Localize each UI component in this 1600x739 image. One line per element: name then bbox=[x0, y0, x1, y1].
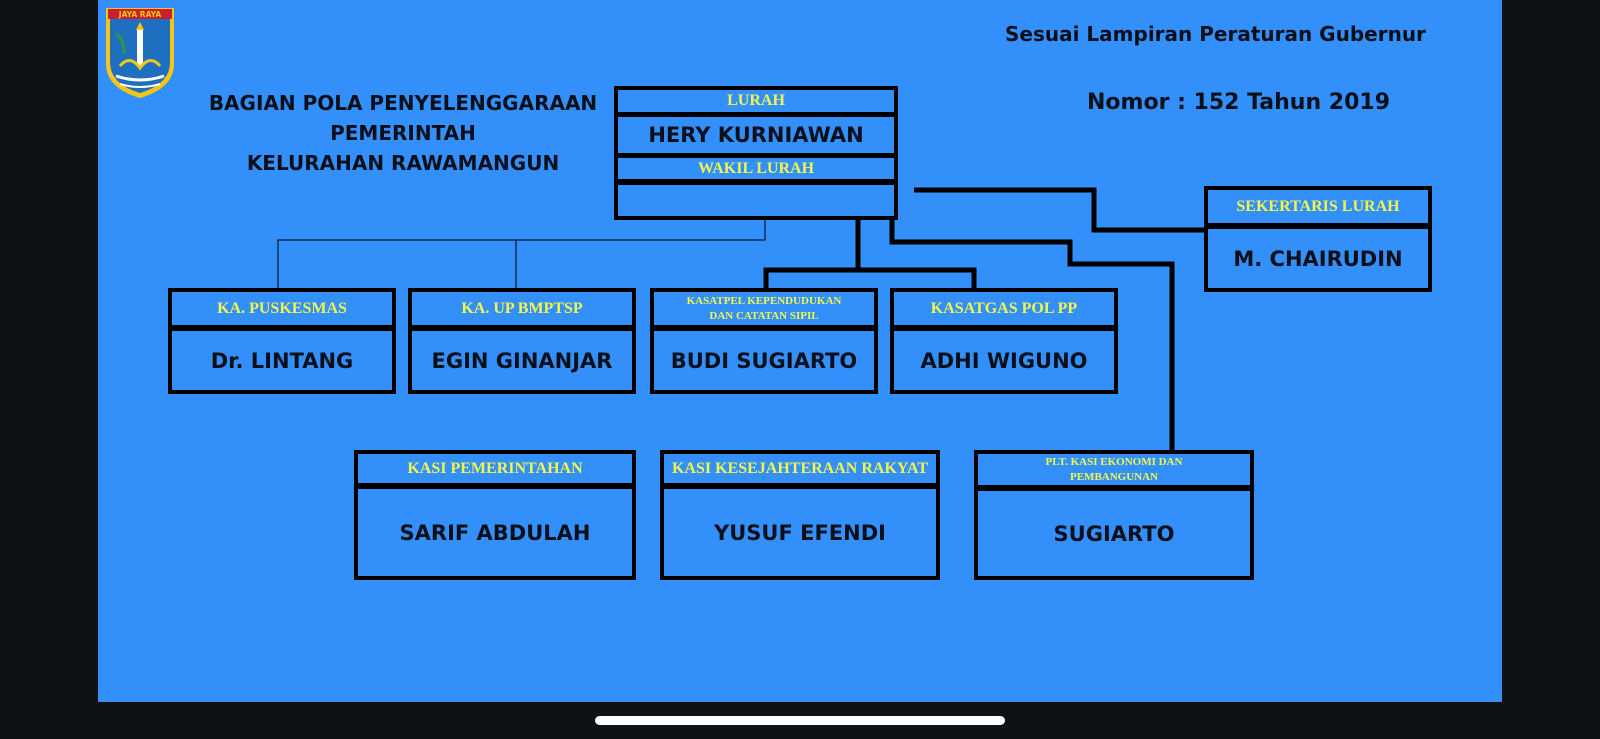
unit-role-bmptsp: KA. UP BMPTSP bbox=[408, 288, 636, 328]
connector-units bbox=[763, 267, 977, 290]
connector-secretary bbox=[914, 187, 1204, 233]
secretary-role: SEKERTARIS LURAH bbox=[1204, 186, 1432, 226]
title-line-2: PEMERINTAH bbox=[330, 121, 476, 145]
unit-name-kasatgas: ADHI WIGUNO bbox=[890, 328, 1118, 394]
connector-ekonomi bbox=[889, 218, 1175, 450]
section-role-ekonomi-line1: PLT. KASI EKONOMI DAN bbox=[1045, 455, 1183, 468]
section-role-kesejahteraan: KASI KESEJAHTERAAN RAKYAT bbox=[660, 450, 940, 486]
section-role-ekonomi: PLT. KASI EKONOMI DAN PEMBANGUNAN bbox=[974, 450, 1254, 488]
secretary-name: M. CHAIRUDIN bbox=[1204, 226, 1432, 292]
lurah-role: LURAH bbox=[614, 86, 898, 114]
section-name-pemerintahan: SARIF ABDULAH bbox=[354, 486, 636, 580]
regulation-number: Nomor : 152 Tahun 2019 bbox=[1087, 90, 1391, 115]
unit-name-puskesmas: Dr. LINTANG bbox=[168, 328, 396, 394]
unit-name-kasatpel: BUDI SUGIARTO bbox=[650, 328, 878, 394]
home-indicator-bar[interactable] bbox=[595, 716, 1005, 725]
unit-role-kasatpel-line2: DAN CATATAN SIPIL bbox=[709, 309, 819, 322]
dashed-connector-puskesmas bbox=[277, 218, 766, 290]
title-line-3: KELURAHAN RAWAMANGUN bbox=[246, 151, 560, 175]
unit-name-bmptsp: EGIN GINANJAR bbox=[408, 328, 636, 394]
svg-text:JAYA RAYA: JAYA RAYA bbox=[118, 10, 162, 19]
unit-role-kasatpel: KASATPEL KEPENDUDUKAN DAN CATATAN SIPIL bbox=[650, 288, 878, 328]
wakil-lurah-role: WAKIL LURAH bbox=[614, 156, 898, 182]
page-title: BAGIAN POLA PENYELENGGARAAN PEMERINTAH K… bbox=[198, 88, 608, 178]
lurah-name: HERY KURNIAWAN bbox=[614, 114, 898, 156]
section-name-kesejahteraan: YUSUF EFENDI bbox=[660, 486, 940, 580]
connector-lines bbox=[277, 187, 1204, 450]
regulation-label: Sesuai Lampiran Peraturan Gubernur bbox=[1005, 22, 1426, 46]
jakarta-emblem-icon: JAYA RAYA bbox=[106, 8, 174, 98]
section-role-pemerintahan: KASI PEMERINTAHAN bbox=[354, 450, 636, 486]
org-chart-canvas: JAYA RAYA Sesuai Lampiran Peraturan Gube… bbox=[98, 0, 1502, 702]
wakil-lurah-name bbox=[614, 182, 898, 220]
section-name-ekonomi: SUGIARTO bbox=[974, 488, 1254, 580]
section-role-ekonomi-line2: PEMBANGUNAN bbox=[1070, 470, 1158, 483]
unit-role-kasatgas: KASATGAS POL PP bbox=[890, 288, 1118, 328]
title-line-1: BAGIAN POLA PENYELENGGARAAN bbox=[208, 91, 598, 115]
unit-role-kasatpel-line1: KASATPEL KEPENDUDUKAN bbox=[686, 294, 842, 307]
unit-role-puskesmas: KA. PUSKESMAS bbox=[168, 288, 396, 328]
